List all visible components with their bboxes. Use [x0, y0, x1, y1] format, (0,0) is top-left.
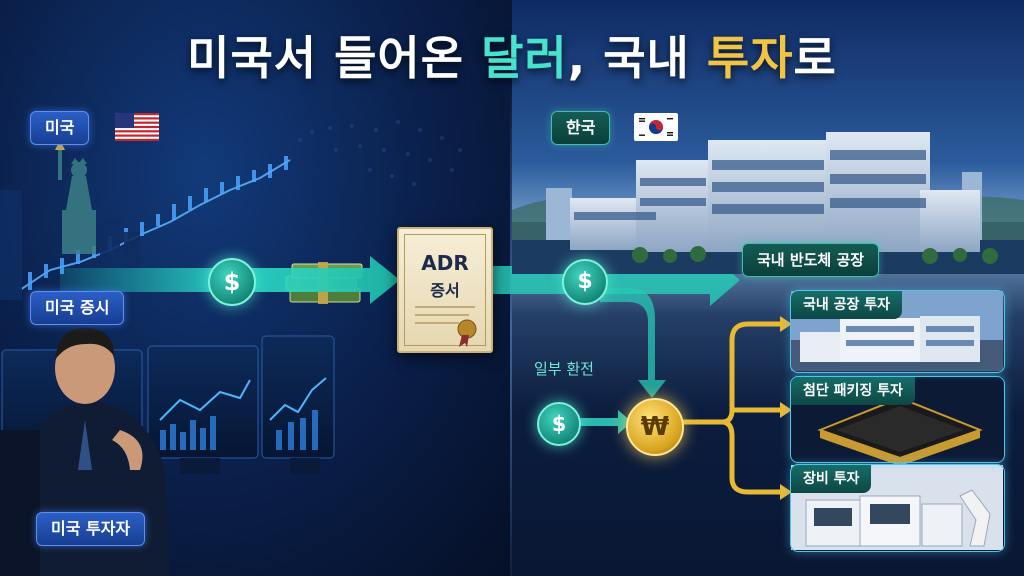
- korea-country-tag: 한국: [551, 111, 611, 145]
- target-equipment-illustration: [791, 465, 1003, 550]
- us-flag-icon: [115, 113, 159, 141]
- certificate-title: ADR: [421, 251, 469, 275]
- dollar-coin-exchange-icon: $: [537, 402, 581, 446]
- target-label-factory: 국내 공장 투자: [791, 291, 903, 319]
- flow-arrow-to-exchange: [600, 288, 666, 398]
- investment-branch-arrows: [681, 321, 783, 495]
- us-investor-tag: 미국 투자자: [36, 512, 146, 546]
- title-highlight-dollar: 달러: [481, 31, 568, 85]
- world-map-icon: [298, 120, 462, 186]
- target-panel-equipment: 장비 투자: [790, 464, 1005, 552]
- flow-arrow-partial-exchange: [576, 410, 632, 434]
- title-part-1: 미국서 들어온: [187, 31, 482, 85]
- certificate-seal-icon: [415, 306, 477, 347]
- won-coin-icon: ₩: [626, 398, 684, 456]
- dollar-coin-korea-icon: $: [562, 259, 608, 305]
- korea-flag-icon: [634, 113, 678, 141]
- target-chip-illustration: [791, 377, 1003, 466]
- target-panel-packaging: 첨단 패키징 투자: [790, 376, 1005, 463]
- title-highlight-investment: 투자: [706, 31, 794, 85]
- center-divider: [510, 80, 512, 576]
- certificate-subtitle: 증서: [430, 281, 460, 300]
- target-panel-factory: 국내 공장 투자: [790, 290, 1005, 373]
- title-part-3: , 국내: [567, 31, 707, 85]
- partial-exchange-label: 일부 환전: [534, 360, 594, 378]
- korea-factory-tag: 국내 반도체 공장: [742, 243, 880, 277]
- certificate-border: [404, 234, 486, 346]
- korea-factory-complex-icon: [512, 132, 1024, 274]
- page-title: 미국서 들어온 달러, 국내 투자로: [0, 22, 1024, 88]
- statue-of-liberty-icon: [55, 140, 96, 254]
- dollar-coin-icon: $: [208, 258, 256, 306]
- adr-certificate: ADR 증서: [397, 227, 493, 353]
- target-label-equipment: 장비 투자: [791, 465, 872, 493]
- title-part-5: 로: [793, 31, 837, 85]
- us-country-tag: 미국: [30, 111, 90, 145]
- target-label-packaging: 첨단 패키징 투자: [791, 377, 915, 405]
- us-stock-market-tag: 미국 증시: [30, 291, 125, 325]
